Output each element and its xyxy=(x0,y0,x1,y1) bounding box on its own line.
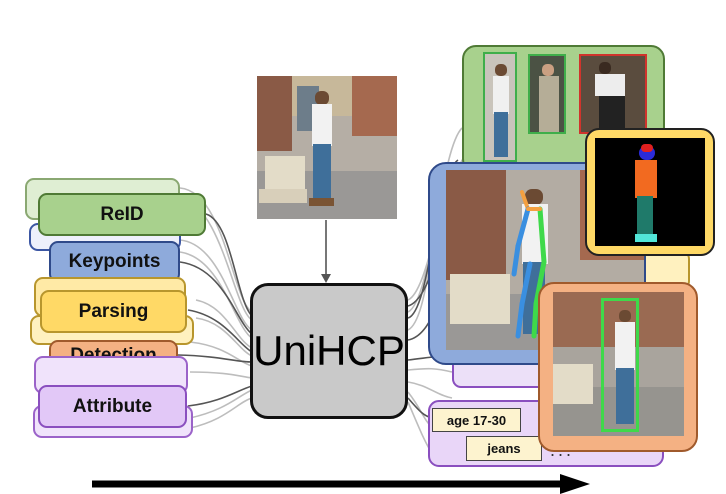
attribute-tag-age: age 17-30 xyxy=(432,408,521,432)
input-image xyxy=(257,76,397,219)
task-parsing: Parsing xyxy=(40,290,187,333)
reid-gallery-image-3 xyxy=(579,54,647,134)
detection-bounding-box xyxy=(601,298,639,432)
input-image-art xyxy=(257,76,397,219)
detection-image xyxy=(553,292,684,436)
parsing-mask-image xyxy=(595,138,705,246)
detection-output-panel xyxy=(538,282,698,452)
task-reid: ReID xyxy=(38,193,206,236)
reid-gallery-image-2 xyxy=(528,54,566,134)
parsing-output-panel xyxy=(585,128,715,256)
task-keypoints: Keypoints xyxy=(49,241,180,283)
unihcp-model-box: UniHCP xyxy=(250,283,408,419)
task-attribute: Attribute xyxy=(38,385,187,428)
reid-gallery-image-1 xyxy=(483,52,517,162)
attribute-tag-jeans: jeans xyxy=(466,436,542,461)
